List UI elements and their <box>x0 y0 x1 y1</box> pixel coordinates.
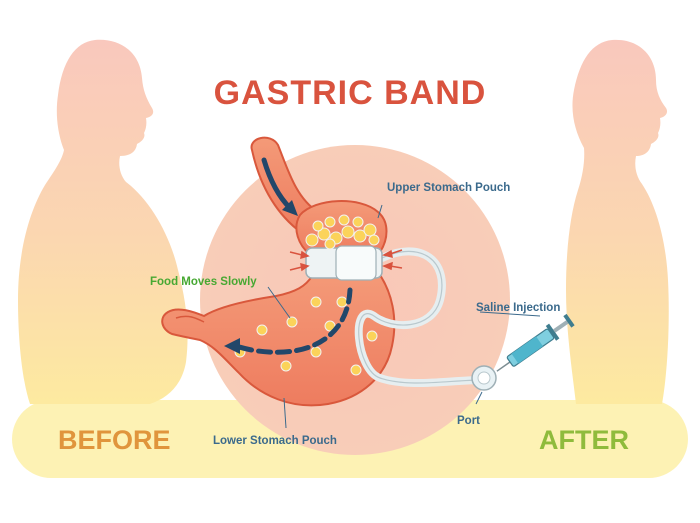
label-food-moves-slowly: Food Moves Slowly <box>150 276 257 288</box>
food-flow-arrows <box>224 157 353 355</box>
syringe <box>496 313 575 372</box>
before-silhouette <box>18 39 188 404</box>
upper-stomach-pouch <box>295 200 388 258</box>
esophagus <box>250 136 320 237</box>
label-port: Port <box>457 415 480 427</box>
diagram-title: GASTRIC BAND <box>214 74 487 112</box>
pylorus-fold <box>175 315 205 323</box>
saline-tube-outline <box>358 250 483 384</box>
label-saline-injection: Saline Injection <box>476 302 560 314</box>
food-particles-lower <box>234 296 378 376</box>
food-particles-upper <box>305 214 380 250</box>
band-buckle <box>335 245 377 281</box>
label-pointers <box>267 204 541 429</box>
label-upper-stomach-pouch: Upper Stomach Pouch <box>387 182 510 194</box>
lower-stomach-pouch <box>161 270 396 407</box>
after-label: AFTER <box>539 425 629 455</box>
after-silhouette <box>566 39 669 405</box>
pressure-arrows <box>289 249 403 272</box>
label-lower-stomach-pouch: Lower Stomach Pouch <box>213 435 337 447</box>
port-center <box>477 371 491 385</box>
before-label: BEFORE <box>58 425 171 455</box>
